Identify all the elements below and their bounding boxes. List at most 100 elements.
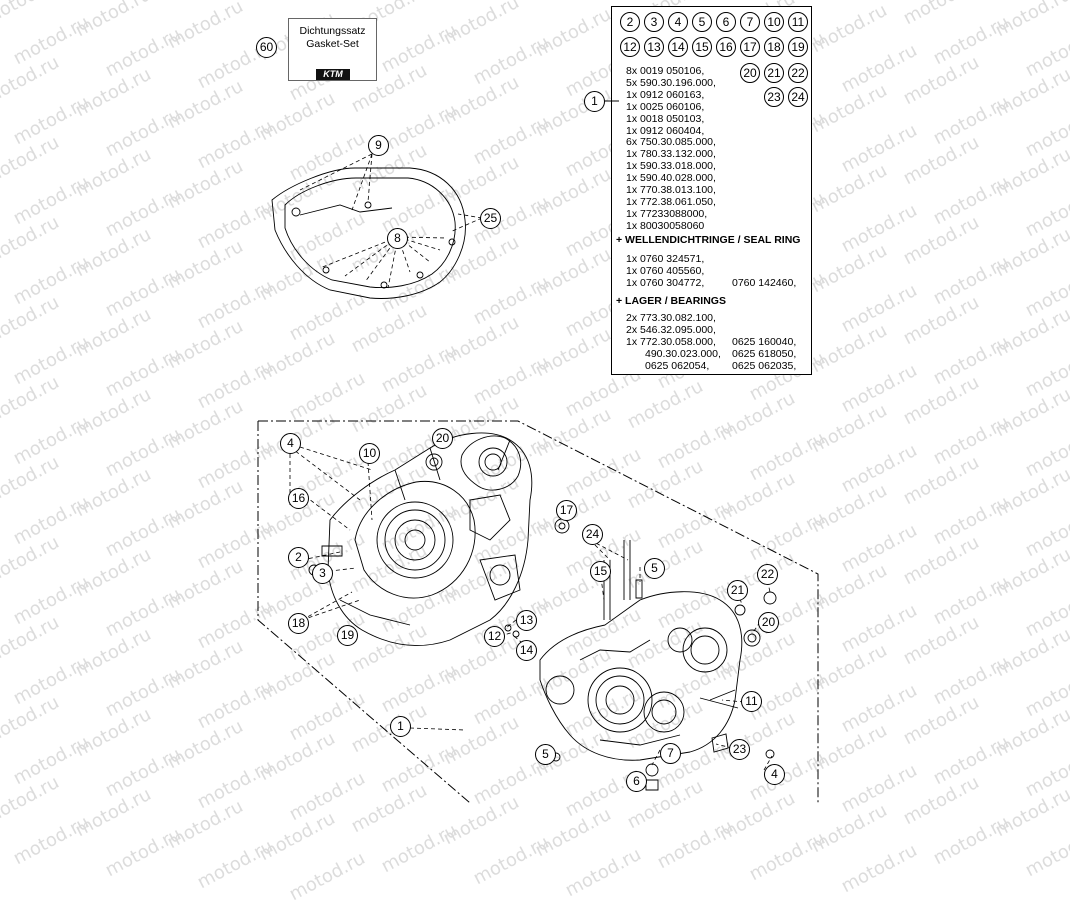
kit-part-line: 1x 780.33.132.000, xyxy=(626,148,716,161)
callout-case-16: 16 xyxy=(288,488,309,509)
callout-case-13: 13 xyxy=(516,610,537,631)
watermark-text: motod.ru xyxy=(653,815,737,874)
kit-number: 17 xyxy=(740,37,760,57)
callout-case-2: 2 xyxy=(288,547,309,568)
watermark-text: motod.ru xyxy=(9,811,93,870)
bearing-line: 2x 546.32.095.000, xyxy=(626,323,716,336)
kit-number: 12 xyxy=(620,37,640,57)
bearing-extra-line: 0625 618050, xyxy=(732,347,797,360)
callout-case-10: 10 xyxy=(359,443,380,464)
ktm-logo: KTM xyxy=(316,69,350,80)
callout-case-12: 12 xyxy=(484,626,505,647)
kit-part-line: 6x 750.30.085.000, xyxy=(626,136,716,149)
callout-case-7: 7 xyxy=(660,743,681,764)
watermark-text: motod.ru xyxy=(561,843,645,902)
watermark-text: motod.ru xyxy=(193,835,277,894)
kit-part-line: 1x 0912 060404, xyxy=(626,124,705,137)
watermark-text: motod.ru xyxy=(807,799,891,858)
gasket-set-box: Dichtungssatz Gasket-Set KTM xyxy=(288,18,377,81)
kit-number: 16 xyxy=(716,37,736,57)
right-crankcase xyxy=(539,591,743,761)
watermark-text: motod.ru xyxy=(101,823,185,882)
kit-part-line: 1x 590.33.018.000, xyxy=(626,160,716,173)
bearing-heading: + LAGER / BEARINGS xyxy=(616,295,726,307)
callout-case-19: 19 xyxy=(337,625,358,646)
callout-case-5b: 5 xyxy=(535,744,556,765)
callout-case-20b: 20 xyxy=(758,612,779,633)
kit-number: 2 xyxy=(620,12,640,32)
kit-part-line: 1x 77233088000, xyxy=(626,207,708,220)
callout-case-6: 6 xyxy=(626,771,647,792)
callout-case-4b: 4 xyxy=(764,764,785,785)
gasket-set-title-en: Gasket-Set xyxy=(306,38,359,50)
callout-case-4a: 4 xyxy=(280,433,301,454)
bearing-line: 2x 773.30.082.100, xyxy=(626,312,716,324)
watermark-text: motod.ru xyxy=(377,819,461,878)
watermark-text: motod.ru xyxy=(163,795,247,854)
callout-case-14: 14 xyxy=(516,640,537,661)
bearing-line: 0625 062054, xyxy=(645,359,710,372)
kit-part-line: 1x 772.38.061.050, xyxy=(626,195,716,208)
ignition-cover xyxy=(271,167,466,299)
watermark-text: motod.ru xyxy=(1021,823,1070,882)
seal-ring-line: 1x 0760 405560, xyxy=(626,264,705,277)
kit-number: 13 xyxy=(644,37,664,57)
kit-number: 22 xyxy=(788,63,808,83)
kit-number: 5 xyxy=(692,12,712,32)
kit-number: 18 xyxy=(764,37,784,57)
callout-case-3: 3 xyxy=(312,563,333,584)
kit-number: 23 xyxy=(764,87,784,107)
kit-number: 7 xyxy=(740,12,760,32)
kit-leader xyxy=(605,100,619,102)
kit-part-line: 1x 590.40.028.000, xyxy=(626,172,716,185)
watermark-text: motod.ru xyxy=(285,847,369,905)
callout-case-11: 11 xyxy=(741,691,762,712)
exploded-view-drawing xyxy=(257,153,819,803)
callout-cover-9: 9 xyxy=(368,135,389,156)
callout-case-20a: 20 xyxy=(432,428,453,449)
watermark-text: motod.ru xyxy=(745,827,829,886)
kit-number: 6 xyxy=(716,12,736,32)
fastener-parts xyxy=(308,453,777,791)
callout-case-18: 18 xyxy=(288,613,309,634)
kit-part-line: 5x 590.30.196.000, xyxy=(626,76,716,89)
kit-part-line: 1x 0025 060106, xyxy=(626,100,705,113)
callout-case-24: 24 xyxy=(582,524,603,545)
crankcase-frame xyxy=(257,420,819,803)
seal-ring-extra: 0760 142460, xyxy=(732,277,797,289)
kit-number: 24 xyxy=(788,87,808,107)
watermark-text: motod.ru xyxy=(255,807,339,866)
callout-case-15: 15 xyxy=(590,561,611,582)
bearing-extra-line: 0625 062035, xyxy=(732,359,797,372)
watermark-text: motod.ru xyxy=(531,803,615,862)
callout-gasket-set: 60 xyxy=(256,37,277,58)
kit-number: 11 xyxy=(788,12,808,32)
seal-ring-line: 1x 0760 324571, xyxy=(626,253,705,265)
watermark-text: motod.ru xyxy=(929,811,1013,870)
callout-case-22: 22 xyxy=(757,564,778,585)
callout-cover-25: 25 xyxy=(480,208,501,229)
watermark-text: motod.ru xyxy=(837,839,921,898)
kit-part-line: 1x 0912 060163, xyxy=(626,88,705,101)
seal-ring-heading: + WELLENDICHTRINGE / SEAL RING xyxy=(616,234,801,246)
kit-part-line: 1x 80030058060 xyxy=(626,219,705,232)
kit-number: 3 xyxy=(644,12,664,32)
bearing-line: 490.30.023.000, xyxy=(645,347,721,360)
kit-number: 14 xyxy=(668,37,688,57)
kit-number: 20 xyxy=(740,63,760,83)
bearing-line: 1x 772.30.058.000, xyxy=(626,335,716,348)
kit-part-line: 1x 0018 050103, xyxy=(626,112,705,125)
callout-case-1: 1 xyxy=(390,716,411,737)
kit-number: 19 xyxy=(788,37,808,57)
kit-number: 10 xyxy=(764,12,784,32)
gasket-set-title-de: Dichtungssatz xyxy=(299,25,366,37)
kit-part-line: 8x 0019 050106, xyxy=(626,65,705,77)
kit-number: 15 xyxy=(692,37,712,57)
kit-part-line: 1x 770.38.013.100, xyxy=(626,184,716,196)
left-crankcase xyxy=(327,432,533,646)
seal-ring-line: 1x 0760 304772, xyxy=(626,276,705,289)
callout-case-21: 21 xyxy=(727,580,748,601)
callout-cover-8: 8 xyxy=(387,228,408,249)
